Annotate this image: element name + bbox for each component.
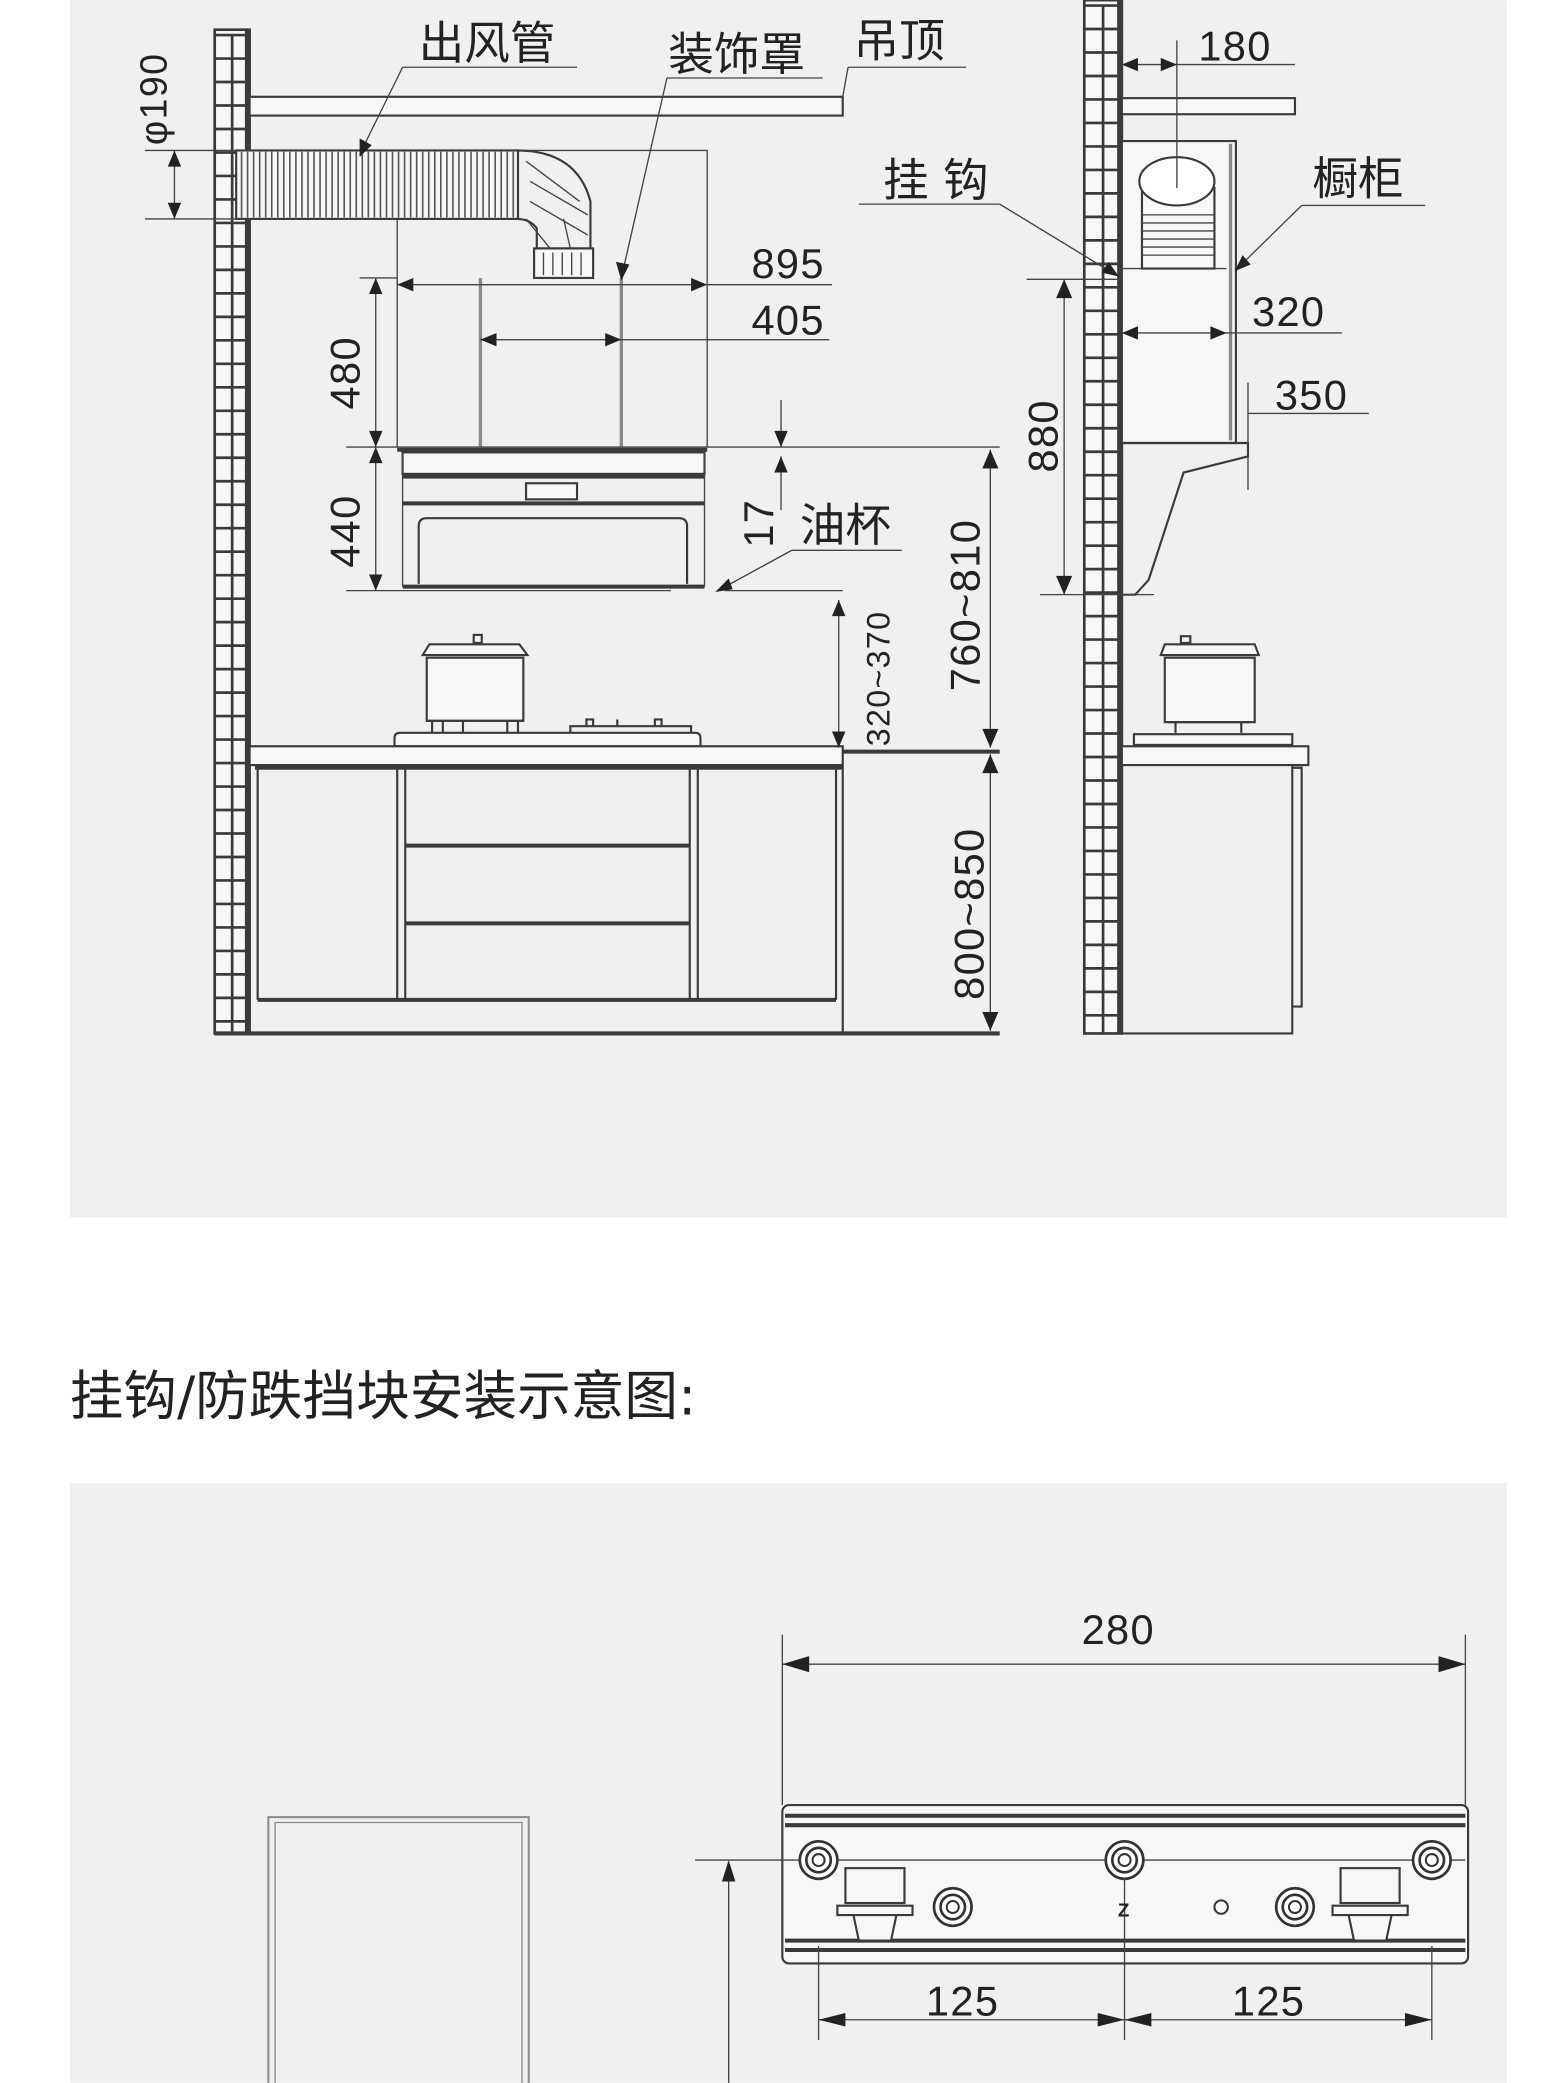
dim-800-850: 800~850 [946,827,993,999]
hook-right [1331,1867,1409,1942]
hook-diagram: 280 Z 125 125 0 [267,1606,1470,2083]
dim-duct-diameter: φ190 [132,53,174,145]
dim-350: 350 [1275,371,1348,418]
dim-17: 17 [735,499,782,548]
dim-760-810: 760~810 [942,519,989,691]
hook-left [836,1867,914,1942]
front-view: 出风管 装饰罩 吊顶 油杯 φ190 895 405 480 440 17 32… [132,15,1000,1036]
front-leader-lines [359,66,967,592]
dim-405: 405 [751,296,824,343]
ceiling-label: 吊顶 [853,15,944,68]
screw-hole-center [811,1853,826,1868]
wall-side-outline [267,1816,530,2083]
range-hood-body [397,447,708,589]
cover-label: 装饰罩 [668,28,805,81]
wall-cabinet [1120,139,1237,445]
side-ceiling [1120,97,1297,116]
stove-with-pot [393,633,702,748]
dim-320: 320 [1252,288,1325,335]
front-dimension-lines [144,149,1000,1031]
dim-440: 440 [322,494,369,567]
side-stove [1120,635,1310,1035]
center-marker: Z [1118,1899,1129,1920]
screw-hole-ring [805,1846,833,1874]
screw-hole-ring [939,1893,967,1921]
screw-hole-center [1287,1900,1302,1915]
screw-hole-center [1117,1853,1132,1868]
oil-cup-label: 油杯 [800,499,891,552]
brick-wall-right [1082,0,1124,1035]
dim-280: 280 [1082,1606,1155,1653]
dim-480: 480 [322,336,369,409]
exhaust-duct [235,149,595,280]
hood-cover-outline [396,149,708,448]
screw-hole-center [945,1900,960,1915]
side-dimension-lines [858,57,1426,596]
screw-hole-center [1424,1853,1439,1868]
hook-label: 挂 钩 [883,154,989,207]
small-hole [1213,1899,1229,1915]
cabinet-label: 橱柜 [1312,153,1403,206]
ceiling-panel [248,95,844,117]
screw-hole-ring [1281,1893,1309,1921]
hook-bracket: Z [695,1803,1470,2040]
section-title: 挂钩/防跌挡块安装示意图: [70,1365,696,1428]
screw-hole-ring [1418,1846,1446,1874]
dim-880: 880 [1019,399,1066,472]
dim-125-right: 125 [1232,1978,1305,2025]
dim-125-left: 125 [926,1978,999,2025]
dim-180: 180 [1198,23,1271,70]
dim-895: 895 [751,240,824,287]
kitchen-cabinet [214,745,1000,1036]
screw-hole-ring [1110,1846,1139,1874]
side-view: 挂 钩 橱柜 180 320 350 880 [858,0,1426,1035]
duct-label: 出风管 [419,17,556,70]
bottom-diagram-panel [69,1482,1507,2083]
dim-320-370: 320~370 [861,611,897,747]
